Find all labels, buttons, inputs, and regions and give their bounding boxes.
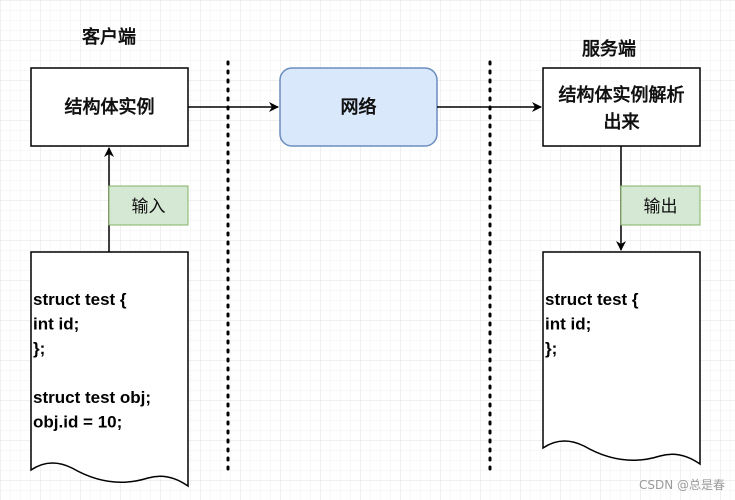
server-struct-box[interactable]	[542, 67, 701, 147]
input-tag-box	[108, 185, 189, 226]
code-line: struct test {	[545, 290, 639, 309]
input-tag-label: 输入	[132, 197, 166, 217]
watermark: CSDN @总是春	[639, 478, 725, 492]
client-struct-box[interactable]	[30, 67, 189, 147]
server-code-document	[542, 251, 701, 466]
code-line: int id;	[545, 315, 591, 334]
code-line: };	[33, 339, 45, 358]
code-line: };	[545, 339, 557, 358]
server-struct-label-line2: 出来	[604, 111, 641, 133]
output-tag-box	[620, 185, 701, 226]
client-code-document	[30, 251, 189, 488]
code-line: int id;	[33, 315, 79, 334]
code-line: struct test {	[33, 290, 127, 309]
client-title: 客户端	[82, 26, 136, 48]
output-tag-label: 输出	[644, 197, 678, 217]
server-code-block: struct test { int id;};	[545, 290, 639, 358]
code-line: struct test obj;	[33, 388, 151, 407]
server-title: 服务端	[582, 38, 636, 60]
client-code-block: struct test { int id;}; struct test obj; ob…	[33, 290, 151, 432]
server-struct-label-line1: 结构体实例解析	[559, 84, 685, 106]
client-struct-label: 结构体实例	[65, 96, 155, 118]
code-line: obj.id = 10;	[33, 413, 122, 432]
network-label: 网络	[341, 96, 377, 118]
